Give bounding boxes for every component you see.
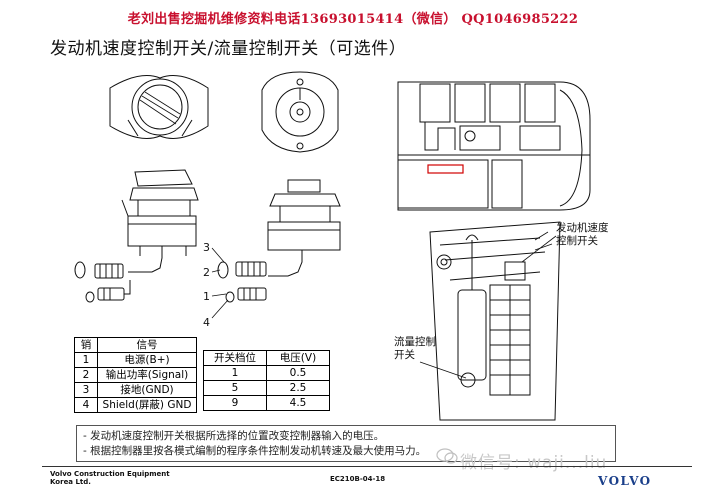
note-line-1: - 发动机速度控制开关根据所选择的位置改变控制器输入的电压。 (83, 430, 385, 442)
note-line-2: - 根据控制器里按各模式编制的程序条件控制发动机转速及最大使用马力。 (83, 445, 427, 457)
engine-speed-switch-callout: 发动机速度 控制开关 (556, 222, 609, 247)
signal-cell: Shield(屏蔽) GND (97, 397, 197, 413)
engine-speed-switch-top-view (109, 75, 209, 139)
company-line-1: Volvo Construction Equipment (50, 470, 170, 478)
notes-box: - 发动机速度控制开关根据所选择的位置改变控制器输入的电压。 - 根据控制器里按… (76, 425, 616, 462)
document-code: EC210B-04-18 (330, 475, 386, 483)
wire-number-1: 1 (203, 290, 210, 303)
pin-cell: 1 (74, 352, 98, 368)
wechat-icon (436, 448, 458, 464)
contact-banner: 老刘出售挖掘机维修资料电话13693015414（微信） QQ104698522… (127, 12, 579, 27)
table-row: 3 接地(GND) (74, 382, 197, 398)
signal-cell: 电源(B+) (97, 352, 197, 368)
page-title: 发动机速度控制开关/流量控制开关（可选件） (50, 39, 407, 59)
position-cell: 1 (203, 365, 267, 381)
footer-divider (42, 466, 692, 467)
pin-signal-table: 销 信号 1 电源(B+) 2 输出功率(Signal) 3 接地(GND) 4… (74, 337, 197, 413)
position-cell: 9 (203, 395, 267, 411)
signal-cell: 输出功率(Signal) (97, 367, 197, 383)
table-row: 1 0.5 (203, 365, 330, 381)
console-view (419, 221, 561, 421)
cab-top-view (397, 81, 591, 211)
wire-number-2: 2 (203, 266, 210, 279)
voltage-header: 电压(V) (266, 350, 330, 366)
flow-switch-top-view (261, 71, 339, 153)
voltage-cell: 0.5 (266, 365, 330, 381)
table-row: 9 4.5 (203, 395, 330, 411)
pin-cell: 4 (74, 397, 98, 413)
voltage-cell: 2.5 (266, 380, 330, 396)
switch-table-header: 开关档位 电压(V) (203, 350, 330, 366)
pin-cell: 2 (74, 367, 98, 383)
switch-voltage-table: 开关档位 电压(V) 1 0.5 5 2.5 9 4.5 (203, 350, 330, 411)
pin-header: 销 (74, 337, 98, 353)
company-line-2: Korea Ltd. (50, 478, 91, 486)
company-name: Volvo Construction Equipment Korea Ltd. (50, 470, 170, 486)
flow-switch-side-view (211, 179, 341, 319)
signal-cell: 接地(GND) (97, 382, 197, 398)
pin-cell: 3 (74, 382, 98, 398)
table-row: 1 电源(B+) (74, 352, 197, 368)
table-row: 5 2.5 (203, 380, 330, 396)
position-cell: 5 (203, 380, 267, 396)
wechat-watermark: 微信号: waji...liu (460, 453, 608, 473)
switch-location-marker (427, 164, 464, 174)
pin-table-header: 销 信号 (74, 337, 197, 353)
signal-header: 信号 (97, 337, 197, 353)
volvo-logo: VOLVO (598, 474, 652, 488)
position-header: 开关档位 (203, 350, 267, 366)
table-row: 4 Shield(屏蔽) GND (74, 397, 197, 413)
flow-switch-callout: 流量控制 开关 (394, 336, 436, 361)
engine-speed-switch-side-view (74, 169, 199, 303)
voltage-cell: 4.5 (266, 395, 330, 411)
table-row: 2 输出功率(Signal) (74, 367, 197, 383)
wire-number-4: 4 (203, 316, 210, 329)
wire-number-3: 3 (203, 241, 210, 254)
